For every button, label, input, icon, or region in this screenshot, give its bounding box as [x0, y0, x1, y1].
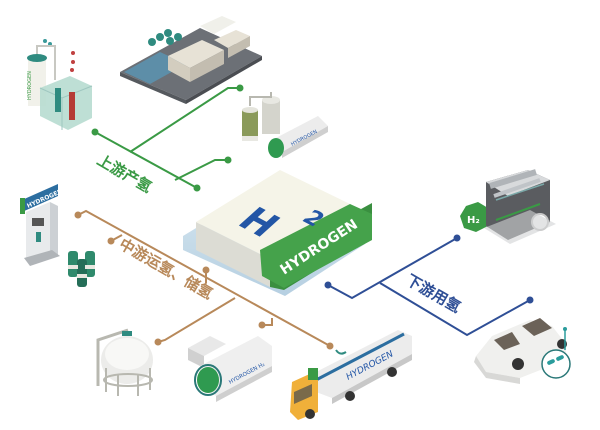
connector-node [202, 266, 210, 274]
downstream-connector [324, 234, 534, 337]
connector-node [526, 296, 534, 304]
upstream-label: 上游产氢 [94, 151, 155, 197]
engine-badge-label: H₂ [467, 215, 480, 226]
electrolyzer-icon: HYDROGEN [27, 39, 93, 130]
connector-node [236, 84, 244, 92]
fuel-cell-engine-icon: H₂ [460, 169, 556, 244]
connector-node [154, 338, 162, 346]
connector-node [258, 321, 266, 329]
connector-node [91, 128, 99, 136]
large-storage-tank-icon: HYDROGEN H₂ [188, 336, 272, 402]
downstream-label: 下游用氢 [403, 271, 464, 317]
connector-node [324, 281, 332, 289]
electrolyzer-label: HYDROGEN [27, 71, 33, 100]
connector-node [193, 184, 201, 192]
industrial-facility-icon [120, 16, 262, 104]
gas-purification-storage-icon: HYDROGEN [242, 92, 328, 158]
connector-node [453, 234, 461, 242]
hydrogen-refueling-station-icon: HYDROGEN [20, 184, 64, 266]
upstream-connector [91, 84, 244, 192]
fuel-cell-vehicle-icon [474, 318, 571, 384]
hydrogen-center-block: H 2 HYDROGEN [183, 170, 372, 296]
gas-cylinders-icon [68, 251, 95, 287]
connector-node [107, 237, 115, 245]
spherical-tank-icon [96, 328, 153, 396]
connector-node [74, 211, 82, 219]
tanker-truck-icon: HYDROGEN [290, 330, 412, 420]
connector-node [326, 342, 334, 350]
connector-node [224, 156, 232, 164]
midstream-connector [74, 209, 334, 350]
